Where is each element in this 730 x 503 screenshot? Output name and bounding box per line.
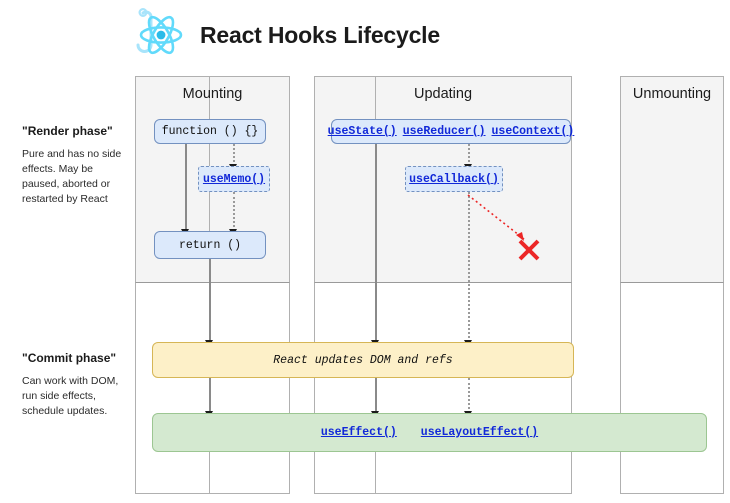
uselayouteffect-link[interactable]: useLayoutEffect() bbox=[420, 426, 539, 439]
page-title: React Hooks Lifecycle bbox=[200, 21, 440, 48]
abort-arrow-icon bbox=[467, 194, 525, 241]
connector-return-to-commit bbox=[209, 259, 211, 342]
node-usememo[interactable]: useMemo() bbox=[198, 166, 270, 192]
usecallback-link[interactable]: useCallback() bbox=[409, 172, 499, 186]
connector-usestate-to-usecallback bbox=[468, 144, 470, 166]
node-function-declaration[interactable]: function () {} bbox=[154, 119, 266, 144]
connector-commit-to-effects-mounting bbox=[209, 378, 211, 413]
usememo-link[interactable]: useMemo() bbox=[202, 172, 266, 186]
connector-function-to-usememo bbox=[233, 144, 235, 166]
node-return[interactable]: return () bbox=[154, 231, 266, 259]
useeffect-link[interactable]: useEffect() bbox=[320, 426, 397, 439]
commit-phase-description: Can work with DOM, run side effects, sch… bbox=[22, 375, 119, 417]
render-phase-heading: "Render phase" bbox=[22, 124, 113, 138]
node-state-hooks[interactable]: useState() useReducer() useContext() bbox=[327, 119, 574, 144]
usereducer-link[interactable]: useReducer() bbox=[402, 125, 486, 138]
usestate-link[interactable]: useState() bbox=[327, 125, 397, 138]
commit-phase-heading: "Commit phase" bbox=[22, 351, 117, 365]
node-effect-hooks[interactable]: useEffect() useLayoutEffect() bbox=[152, 413, 707, 452]
node-react-updates-dom[interactable]: React updates DOM and refs bbox=[152, 342, 574, 378]
render-band-unmounting bbox=[620, 76, 724, 283]
connector-usestate-to-commit bbox=[375, 144, 377, 342]
column-header-mounting: Mounting bbox=[182, 86, 243, 102]
connector-commit-to-effects-dotted bbox=[468, 378, 470, 413]
column-header-updating: Updating bbox=[413, 86, 473, 102]
connector-usecallback-to-commit bbox=[468, 192, 470, 342]
usecontext-link[interactable]: useContext() bbox=[491, 125, 575, 138]
connector-function-to-return bbox=[185, 144, 187, 231]
render-phase-description: Pure and has no side effects. May be pau… bbox=[22, 148, 122, 205]
column-header-unmounting: Unmounting bbox=[632, 86, 712, 102]
node-usecallback[interactable]: useCallback() bbox=[405, 166, 503, 192]
abort-x-icon bbox=[516, 237, 542, 263]
page-header: React Hooks Lifecycle bbox=[130, 6, 550, 64]
connector-commit-to-effects-updating bbox=[375, 378, 377, 413]
react-atom-hook-icon bbox=[130, 7, 192, 63]
connector-usememo-to-return bbox=[233, 192, 235, 231]
